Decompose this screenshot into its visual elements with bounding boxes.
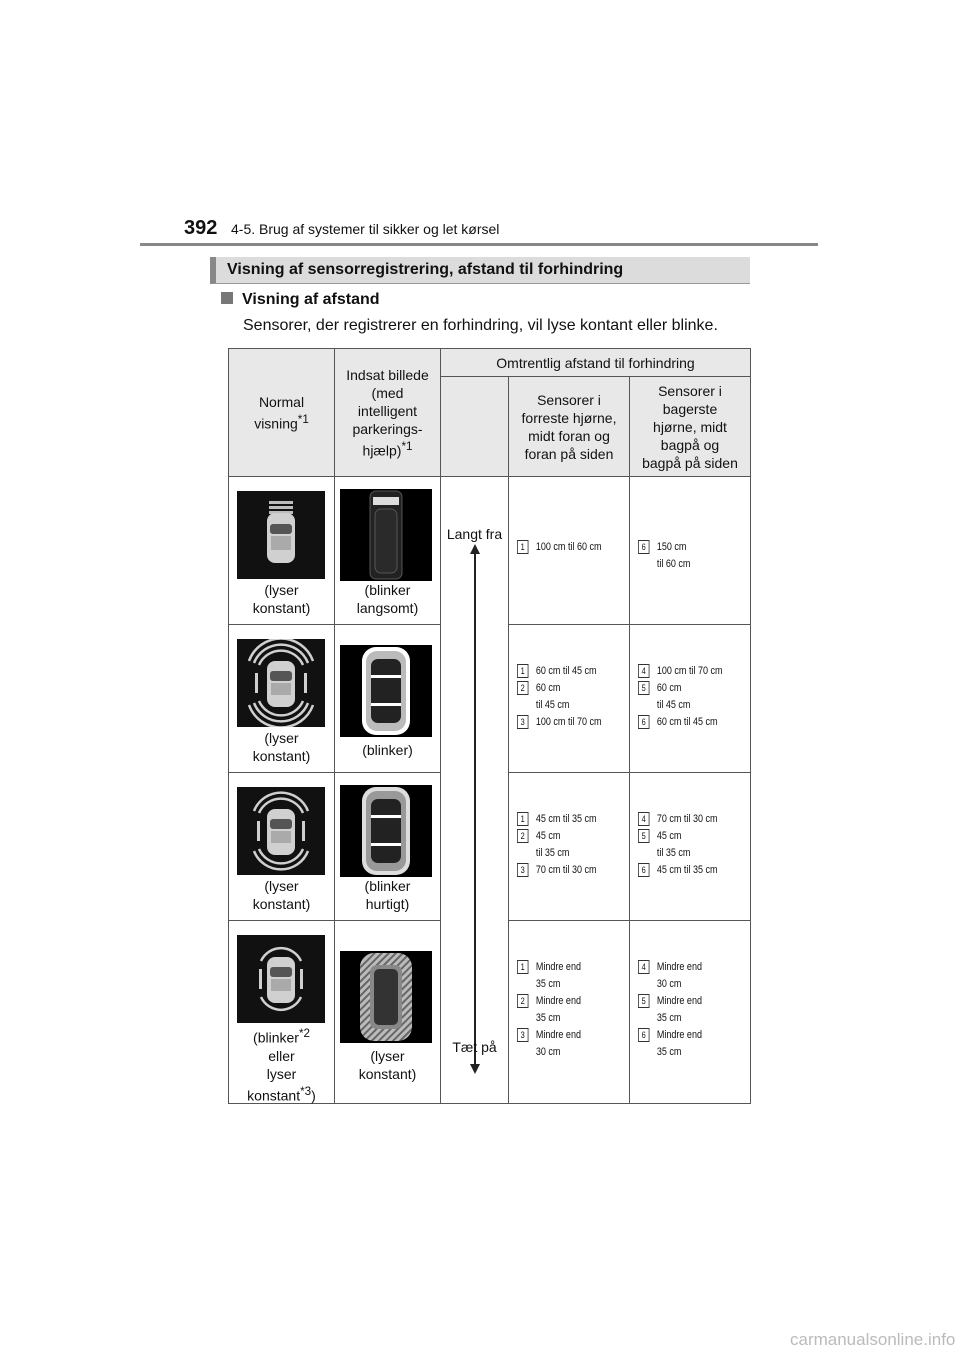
section-title: Visning af sensorregistrering, afstand t… [227,261,624,278]
label-far: Langt fra [446,525,503,542]
car-inset-image [340,645,432,737]
header-distance: Omtrentlig afstand til forhindring [440,348,751,377]
header-blank [440,376,509,477]
distance-arrow-cell: Langt fra Tæt på [440,476,509,1104]
inset-view-cell: (blinker) [334,624,441,773]
car-inset-image [340,489,432,581]
car-sensor-normal-image [237,787,325,875]
section-title-bar: Visning af sensorregistrering, afstand t… [210,257,750,284]
label-near: Tæt på [452,1038,497,1055]
car-sensor-normal-image [237,639,325,727]
car-inset-image [340,951,432,1043]
header-normal-view: Normal visning*1 [228,348,335,477]
page-number: 392 [184,217,218,239]
double-arrow-icon [470,543,480,1074]
subheading: Visning af afstand [221,291,380,309]
car-inset-image [340,785,432,877]
intro-paragraph: Sensorer, der registrerer en forhindring… [243,317,718,334]
chapter-title: 4-5. Brug af systemer til sikker og let … [231,221,500,237]
car-sensor-normal-image [237,491,325,579]
watermark: carmanualsonline.info [790,1330,956,1349]
square-bullet-icon [221,292,233,304]
normal-view-cell: (blinker*2 eller lyser konstant*3) [228,920,335,1104]
car-sensor-normal-image [237,935,325,1023]
subheading-text: Visning af afstand [242,291,380,308]
header-rule [140,243,818,246]
